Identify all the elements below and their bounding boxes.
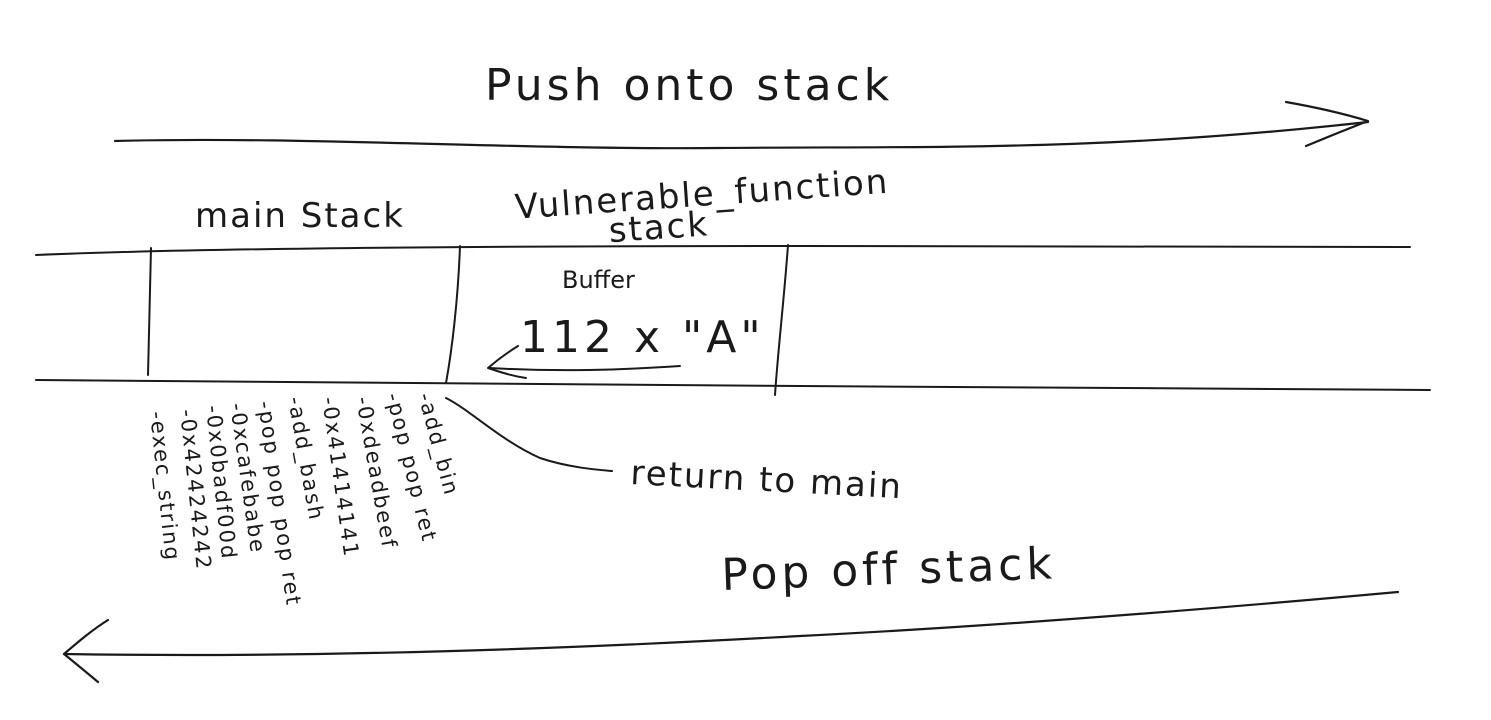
return-to-main-label: return to main (630, 453, 904, 507)
pop-arrow (62, 590, 1400, 684)
return-pointer-line (445, 397, 613, 472)
stack-frame-dividers (147, 244, 789, 396)
payload-overflow-arrow (487, 345, 681, 379)
vulnerable-stack-label: stack (607, 204, 710, 251)
push-arrow (113, 100, 1370, 150)
vulnerable-function-stack-label: Vulnerable_function stack (514, 162, 891, 252)
push-onto-stack-label: Push onto stack (485, 60, 893, 111)
pop-off-stack-label: Pop off stack (721, 538, 1057, 601)
payload-label: 112 x "A" (520, 312, 765, 363)
rop-chain-list: -add_bin -pop pop ret -0xdeadbeef -0x414… (144, 390, 464, 608)
main-stack-label: main Stack (195, 196, 405, 236)
buffer-label: Buffer (562, 266, 635, 294)
stack-band (35, 245, 1431, 391)
